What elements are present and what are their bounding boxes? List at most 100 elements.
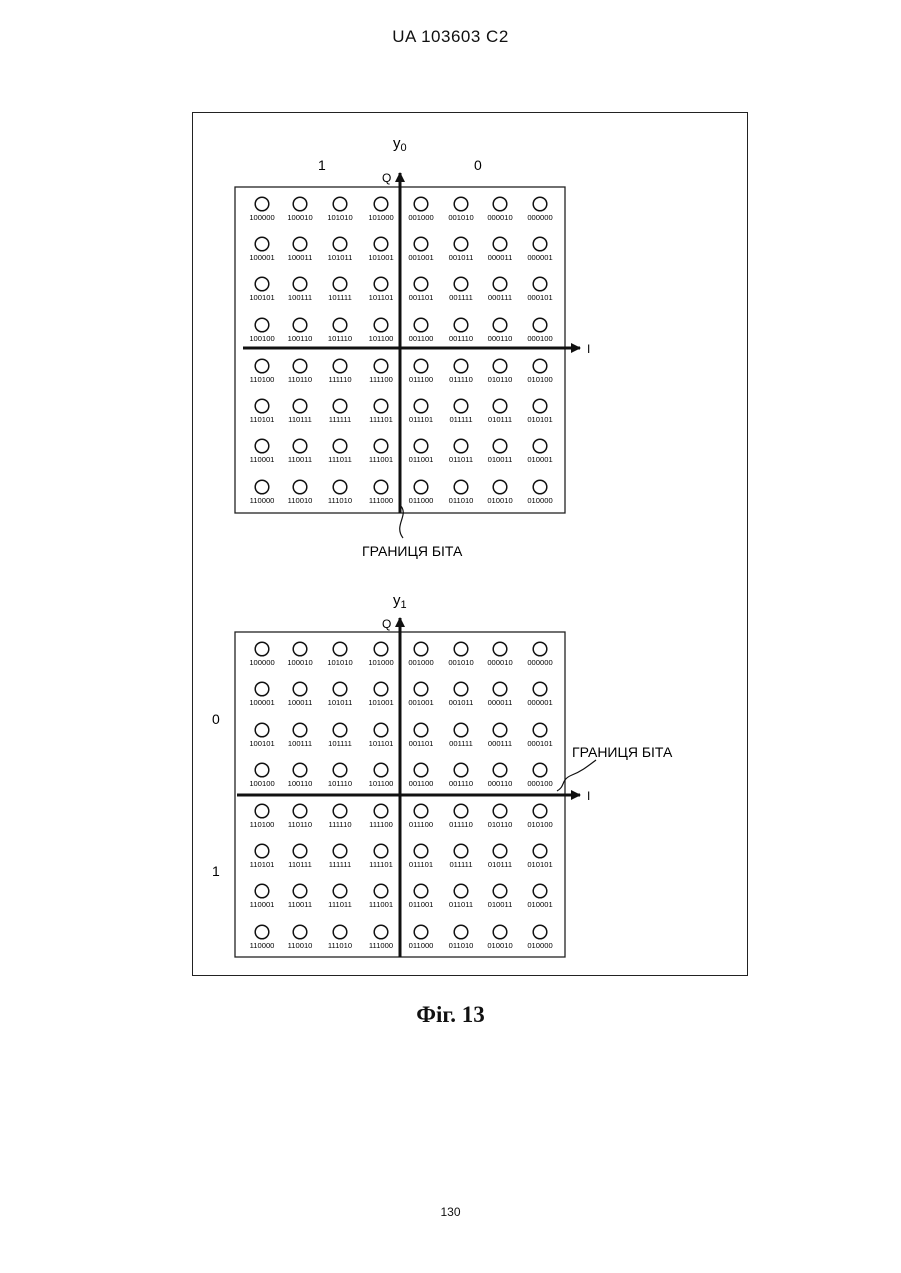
y0-code-r1-c4: 001001 xyxy=(408,253,433,262)
y0-code-r4-c7: 010100 xyxy=(527,375,552,384)
y1-point-r0-c1 xyxy=(293,642,307,656)
y0-point-r5-c5 xyxy=(454,399,468,413)
y0-code-r6-c1: 110011 xyxy=(288,455,312,464)
y0-point-r6-c2 xyxy=(333,439,347,453)
y1-code-r4-c3: 111100 xyxy=(369,820,393,829)
y1-code-r1-c2: 101011 xyxy=(328,698,353,707)
y0-point-r5-c0 xyxy=(255,399,269,413)
y0-point-r1-c5 xyxy=(454,237,468,251)
y0-point-r3-c1 xyxy=(293,318,307,332)
y0-point-r3-c2 xyxy=(333,318,347,332)
y0-code-r6-c2: 111011 xyxy=(328,455,352,464)
y1-point-r0-c2 xyxy=(333,642,347,656)
y1-code-r7-c7: 010000 xyxy=(527,941,552,950)
y1-code-r3-c0: 100100 xyxy=(249,779,274,788)
y1-point-r3-c0 xyxy=(255,763,269,777)
y0-point-r5-c6 xyxy=(493,399,507,413)
y0-point-r6-c6 xyxy=(493,439,507,453)
y0-code-r4-c0: 110100 xyxy=(250,375,275,384)
y0-point-r0-c6 xyxy=(493,197,507,211)
y1-region-label-top: 0 xyxy=(212,711,220,727)
y0-point-r2-c5 xyxy=(454,277,468,291)
y1-point-r1-c3 xyxy=(374,682,388,696)
y0-code-r6-c6: 010011 xyxy=(488,455,513,464)
y1-point-r3-c7 xyxy=(533,763,547,777)
y0-point-r3-c4 xyxy=(414,318,428,332)
y1-point-r0-c4 xyxy=(414,642,428,656)
y1-code-r5-c4: 011101 xyxy=(409,860,433,869)
y0-point-r2-c6 xyxy=(493,277,507,291)
y0-point-r1-c4 xyxy=(414,237,428,251)
y1-code-r0-c4: 001000 xyxy=(408,658,433,667)
y0-code-r4-c6: 010110 xyxy=(488,375,513,384)
y1-point-r4-c2 xyxy=(333,804,347,818)
y1-code-r2-c4: 001101 xyxy=(409,739,434,748)
y0-code-r1-c3: 101001 xyxy=(368,253,393,262)
y0-point-r2-c0 xyxy=(255,277,269,291)
y0-point-r7-c3 xyxy=(374,480,388,494)
y0-code-r7-c2: 111010 xyxy=(328,496,352,505)
y0-point-r3-c6 xyxy=(493,318,507,332)
y0-point-r7-c4 xyxy=(414,480,428,494)
y1-point-r5-c4 xyxy=(414,844,428,858)
y0-point-r1-c0 xyxy=(255,237,269,251)
y1-bit-boundary-label: ГРАНИЦЯ БІТА xyxy=(572,744,673,760)
y1-code-r7-c1: 110010 xyxy=(288,941,313,950)
y0-point-r6-c0 xyxy=(255,439,269,453)
y0-code-r7-c6: 010010 xyxy=(487,496,512,505)
diagram-y1-title: y1 xyxy=(393,592,407,611)
y1-code-r1-c6: 000011 xyxy=(488,698,513,707)
y0-point-r3-c3 xyxy=(374,318,388,332)
y1-code-r7-c0: 110000 xyxy=(250,941,275,950)
y1-point-r3-c1 xyxy=(293,763,307,777)
y0-code-r5-c4: 011101 xyxy=(409,415,433,424)
y1-point-r5-c6 xyxy=(493,844,507,858)
y0-point-r7-c7 xyxy=(533,480,547,494)
y0-point-r1-c2 xyxy=(333,237,347,251)
page-number: 130 xyxy=(0,1205,901,1219)
y0-point-r4-c3 xyxy=(374,359,388,373)
y0-code-r3-c2: 101110 xyxy=(328,334,352,343)
y0-point-r1-c1 xyxy=(293,237,307,251)
y0-point-r4-c0 xyxy=(255,359,269,373)
y1-point-r7-c2 xyxy=(333,925,347,939)
y1-code-r4-c7: 010100 xyxy=(527,820,552,829)
y1-point-r0-c6 xyxy=(493,642,507,656)
y0-code-r7-c5: 011010 xyxy=(449,496,474,505)
y0-bit-boundary-label: ГРАНИЦЯ БІТА xyxy=(362,543,463,559)
y1-code-r2-c6: 000111 xyxy=(488,739,512,748)
y1-point-r2-c1 xyxy=(293,723,307,737)
y0-code-r1-c6: 000011 xyxy=(488,253,513,262)
y1-code-r5-c1: 110111 xyxy=(288,860,312,869)
y1-point-r6-c5 xyxy=(454,884,468,898)
y0-code-r0-c1: 100010 xyxy=(287,213,312,222)
y1-point-r4-c3 xyxy=(374,804,388,818)
y0-point-r0-c4 xyxy=(414,197,428,211)
y0-code-r2-c7: 000101 xyxy=(527,293,552,302)
y0-code-r4-c5: 011110 xyxy=(449,375,473,384)
y1-code-r1-c3: 101001 xyxy=(368,698,393,707)
y1-code-r3-c1: 100110 xyxy=(288,779,313,788)
y0-code-r2-c0: 100101 xyxy=(249,293,274,302)
y1-code-r2-c7: 000101 xyxy=(527,739,552,748)
y1-code-r6-c7: 010001 xyxy=(527,900,552,909)
y0-region-label-right: 0 xyxy=(474,157,482,173)
y0-point-r6-c1 xyxy=(293,439,307,453)
y0-code-r0-c5: 001010 xyxy=(448,213,473,222)
y0-code-r6-c0: 110001 xyxy=(250,455,275,464)
y0-point-r4-c2 xyxy=(333,359,347,373)
y0-code-r3-c1: 100110 xyxy=(288,334,313,343)
y0-code-r2-c6: 000111 xyxy=(488,293,512,302)
y0-code-r0-c6: 000010 xyxy=(487,213,512,222)
y0-code-r6-c4: 011001 xyxy=(409,455,434,464)
y0-code-r3-c4: 001100 xyxy=(409,334,434,343)
y0-code-r2-c3: 101101 xyxy=(369,293,394,302)
y1-point-r2-c2 xyxy=(333,723,347,737)
y0-point-r4-c5 xyxy=(454,359,468,373)
y0-code-r7-c1: 110010 xyxy=(288,496,313,505)
y1-point-r2-c7 xyxy=(533,723,547,737)
y0-point-r7-c6 xyxy=(493,480,507,494)
y1-point-r0-c0 xyxy=(255,642,269,656)
y0-q-axis-label: Q xyxy=(382,171,391,185)
y1-code-r0-c7: 000000 xyxy=(527,658,552,667)
